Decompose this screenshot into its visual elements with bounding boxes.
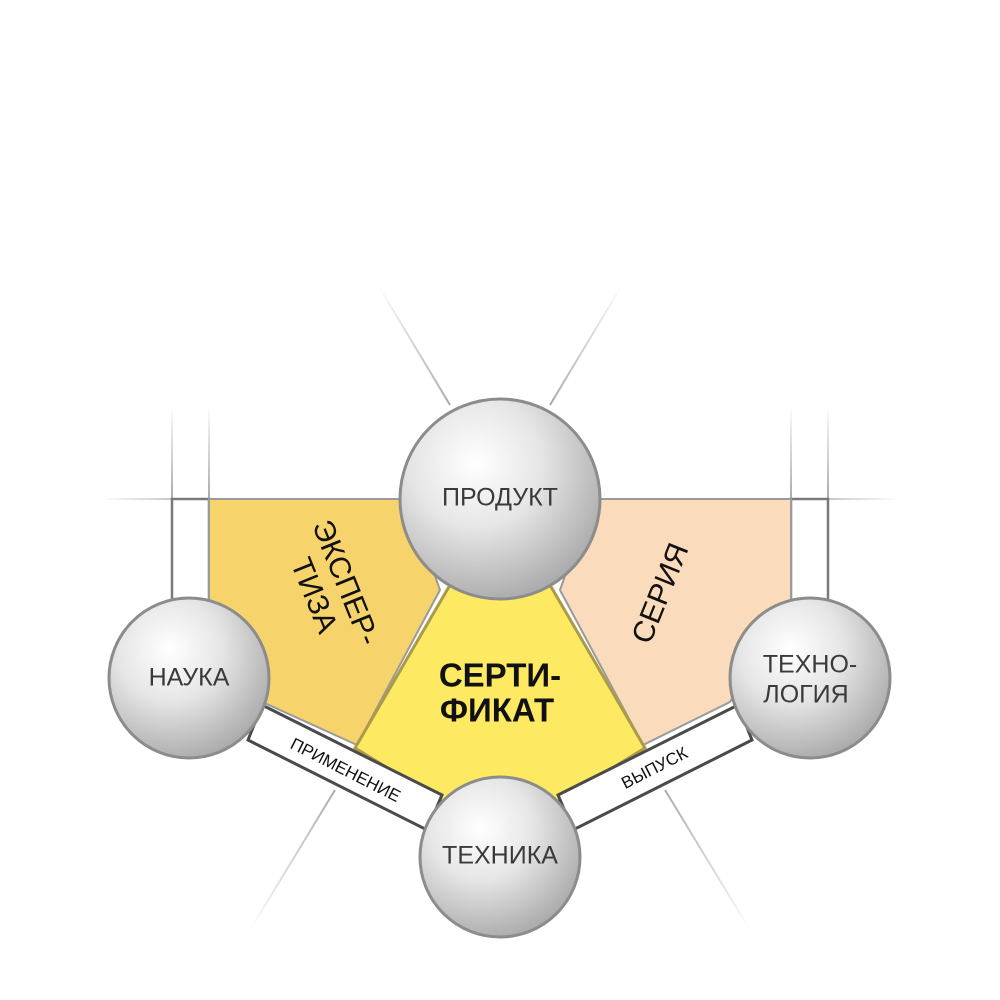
- node-product: ПРОДУКТ: [398, 397, 602, 601]
- node-product-label: ПРОДУКТ: [442, 484, 558, 512]
- node-science-sphere: [107, 596, 271, 760]
- guide-line-upper-right: [549, 284, 623, 406]
- node-product-sphere: [398, 397, 602, 601]
- guide-line-lower-left: [249, 789, 336, 931]
- guide-line-upper-left: [377, 284, 451, 406]
- node-technology: ТЕХНО- ЛОГИЯ: [728, 596, 892, 760]
- nodes: ПРОДУКТ НАУКА ТЕХНО- ЛОГИЯ ТЕХНИКА: [107, 397, 892, 939]
- node-technique: ТЕХНИКА: [418, 775, 582, 939]
- node-technology-sphere: [728, 596, 892, 760]
- guide-line-lower-right: [664, 789, 751, 931]
- node-science: НАУКА: [107, 596, 271, 760]
- node-technique-label: ТЕХНИКА: [442, 842, 558, 870]
- node-technology-label-line1: ТЕХНО-: [763, 651, 857, 679]
- region-certificate-label-line2: ФИКАТ: [440, 692, 554, 729]
- node-science-label: НАУКА: [149, 664, 230, 692]
- right-column: [789, 497, 830, 611]
- node-technique-sphere: [418, 775, 582, 939]
- node-technology-label-line2: ЛОГИЯ: [763, 681, 848, 709]
- region-certificate-label-line1: СЕРТИ-: [439, 657, 561, 694]
- left-column: [170, 497, 211, 611]
